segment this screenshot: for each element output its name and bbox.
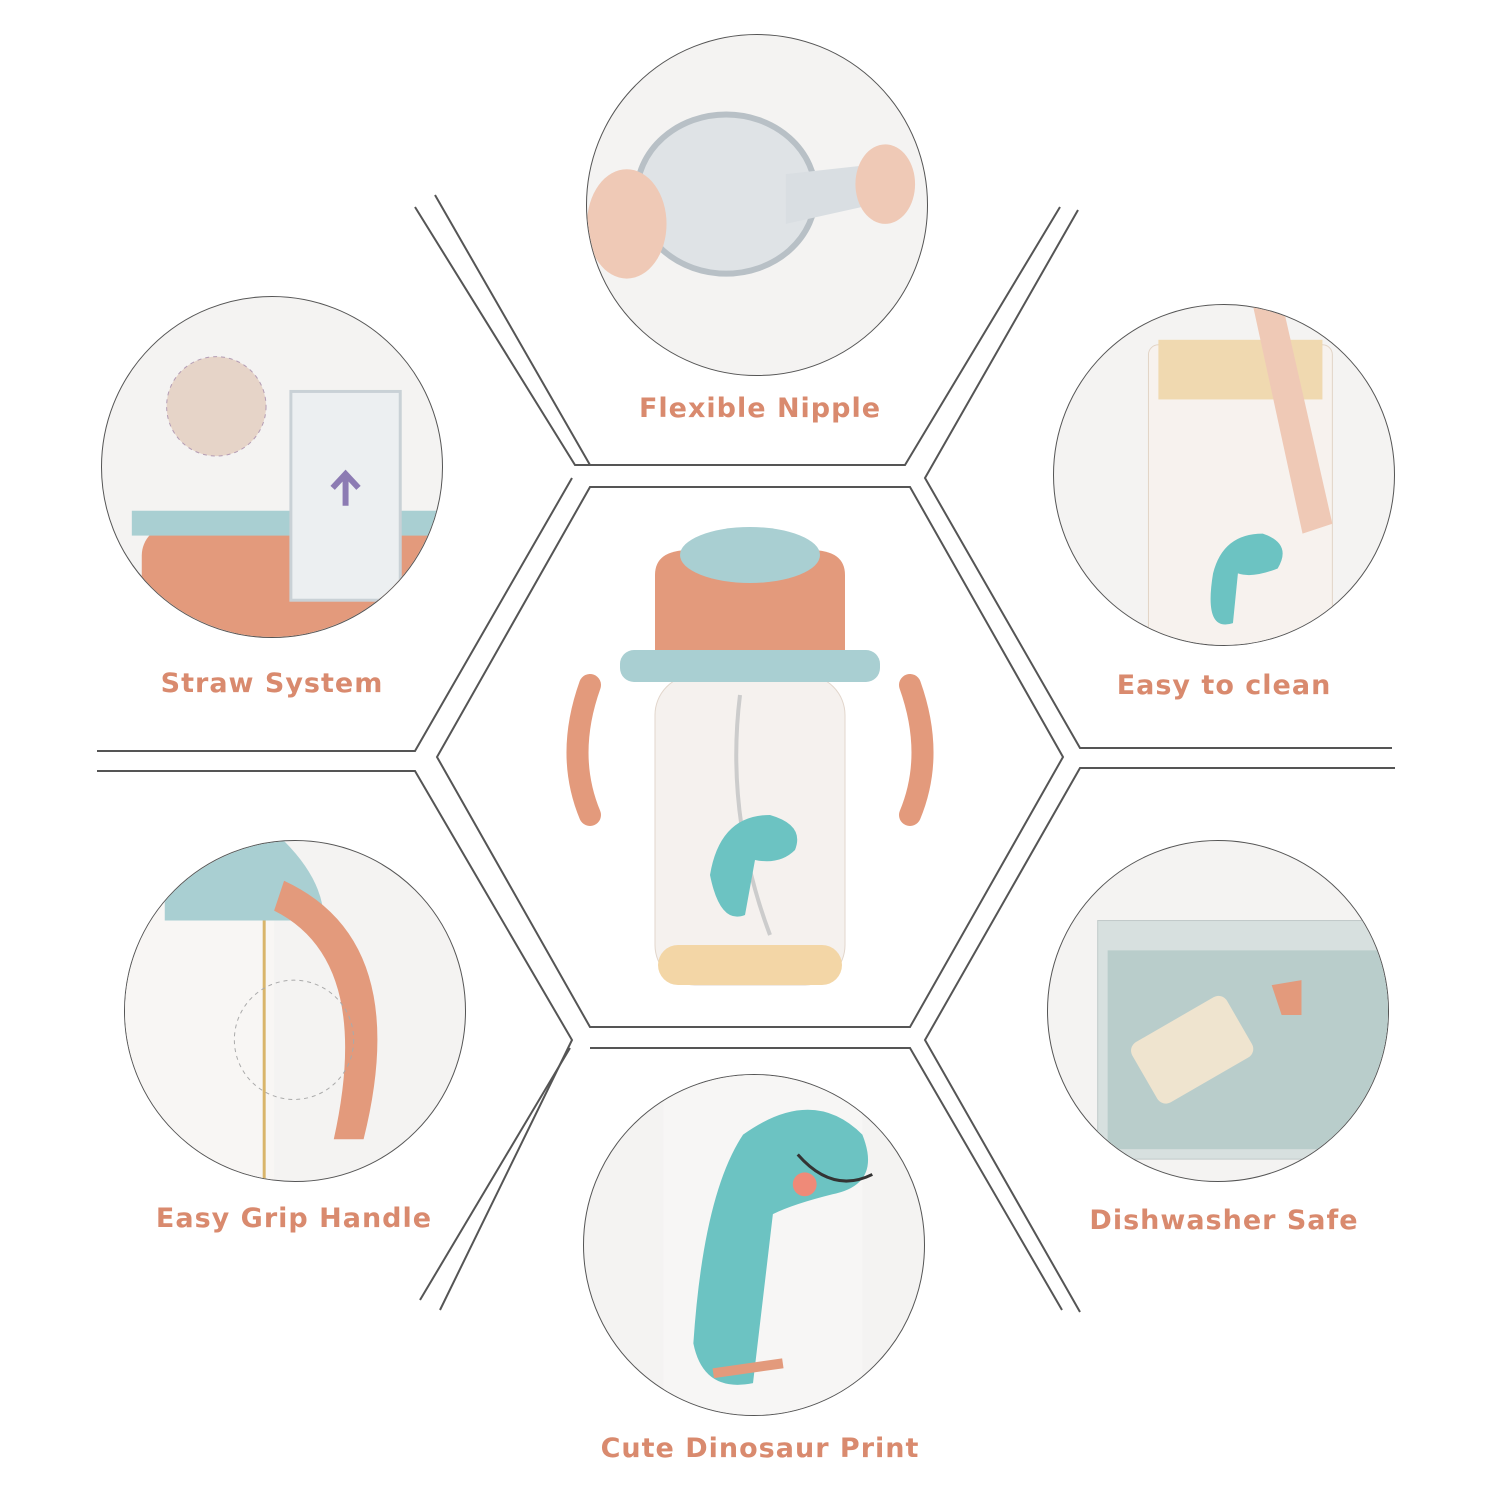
feature-label-flexible-nipple: Flexible Nipple: [638, 393, 882, 424]
feature-label-cute-dinosaur-print: Cute Dinosaur Print: [600, 1433, 920, 1464]
easy-to-clean-image: [1053, 304, 1395, 646]
feature-label-dishwasher-safe: Dishwasher Safe: [1089, 1205, 1359, 1236]
dishwasher-safe-image: [1047, 840, 1389, 1182]
feature-label-easy-to-clean: Easy to clean: [1116, 670, 1332, 701]
cute-dinosaur-print-image: [583, 1074, 925, 1416]
easy-grip-handle-image: [124, 840, 466, 1182]
straw-system-image: [101, 296, 443, 638]
feature-label-straw-system: Straw System: [160, 668, 384, 699]
sippy-cup-illustration: [566, 527, 934, 986]
feature-label-easy-grip-handle: Easy Grip Handle: [155, 1203, 433, 1234]
flexible-nipple-image: [586, 34, 928, 376]
